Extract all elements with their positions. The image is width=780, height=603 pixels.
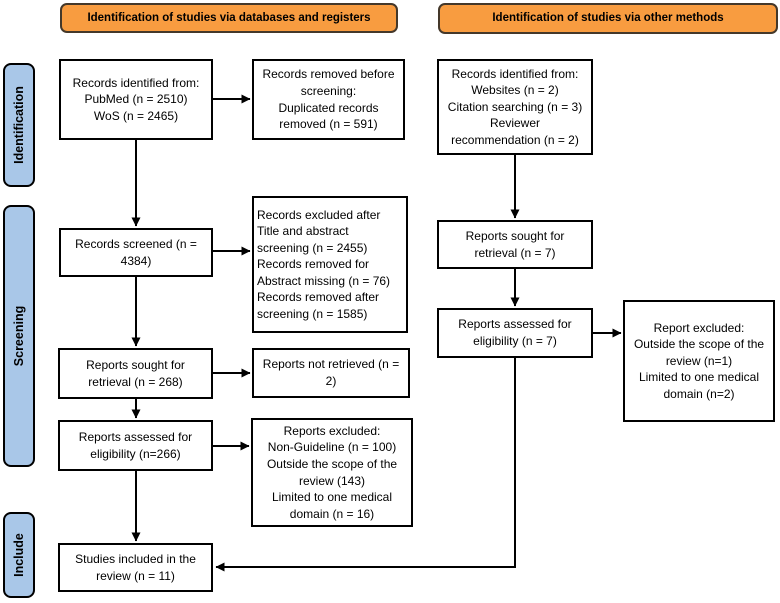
sidebar-include: Include [3, 512, 35, 598]
box-studies-included-label: Studies included in the review (n = 11) [75, 551, 196, 583]
box-reports-sought-other: Reports sought for retrieval (n = 7) [437, 220, 593, 269]
box-reports-sought-db-label: Reports sought for retrieval (n = 268) [86, 357, 185, 389]
box-reports-sought-other-label: Reports sought for retrieval (n = 7) [465, 228, 565, 260]
box-records-excluded-label: Records excluded after Title and abstrac… [257, 207, 391, 321]
box-records-identified-db: Records identified from: PubMed (n = 251… [59, 59, 213, 140]
box-records-removed-before-screening-label: Records removed before screening: Duplic… [262, 67, 395, 132]
sidebar-identification-label: Identification [12, 86, 26, 164]
header-databases-registers: Identification of studies via databases … [60, 3, 398, 33]
box-report-excluded-other-label: Report excluded: Outside the scope of th… [633, 320, 765, 401]
box-studies-included: Studies included in the review (n = 11) [58, 543, 213, 592]
sidebar-identification: Identification [3, 63, 35, 187]
box-records-excluded: Records excluded after Title and abstrac… [252, 196, 408, 333]
box-records-removed-before-screening: Records removed before screening: Duplic… [252, 59, 405, 140]
sidebar-screening: Screening [3, 205, 35, 467]
box-records-screened-label: Records screened (n = 4384) [75, 236, 197, 268]
header-other-methods: Identification of studies via other meth… [438, 3, 778, 34]
header-other-methods-label: Identification of studies via other meth… [492, 12, 724, 25]
box-reports-not-retrieved-label: Reports not retrieved (n = 2) [262, 357, 400, 388]
sidebar-include-label: Include [12, 533, 27, 577]
box-reports-not-retrieved: Reports not retrieved (n = 2) [252, 348, 410, 398]
box-reports-assessed-other-label: Reports assessed for eligibility (n = 7) [458, 317, 572, 348]
box-reports-excluded-db-label: Reports excluded: Non-Guideline (n = 100… [266, 423, 398, 521]
sidebar-screening-label: Screening [12, 305, 26, 367]
box-records-screened: Records screened (n = 4384) [59, 228, 213, 277]
box-reports-excluded-db: Reports excluded: Non-Guideline (n = 100… [251, 418, 413, 527]
box-reports-assessed-db-label: Reports assessed for eligibility (n=266) [78, 429, 193, 461]
header-databases-registers-label: Identification of studies via databases … [87, 11, 371, 24]
box-records-identified-other-label: Records identified from: Websites (n = 2… [447, 66, 583, 147]
box-report-excluded-other: Report excluded: Outside the scope of th… [623, 300, 775, 422]
box-reports-sought-db: Reports sought for retrieval (n = 268) [58, 348, 213, 399]
box-records-identified-other: Records identified from: Websites (n = 2… [437, 59, 593, 155]
box-records-identified-db-label: Records identified from: PubMed (n = 251… [72, 75, 200, 123]
box-reports-assessed-db: Reports assessed for eligibility (n=266) [58, 420, 213, 471]
box-reports-assessed-other: Reports assessed for eligibility (n = 7) [437, 308, 593, 358]
